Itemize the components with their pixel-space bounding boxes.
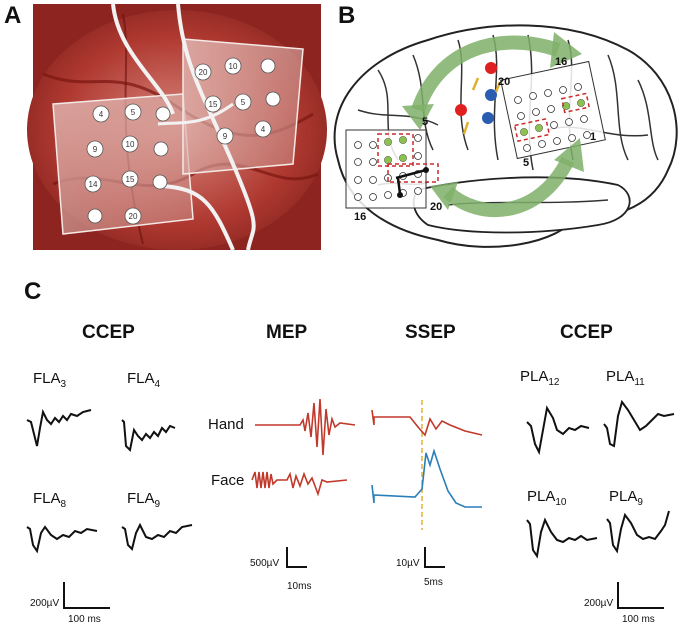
electrode-number: 15: [126, 175, 135, 184]
ccep-trace-pla11: [603, 399, 675, 448]
stim-blue-dot: [482, 112, 494, 124]
electrode-number: 15: [209, 100, 218, 109]
stim-red-dot: [485, 62, 497, 74]
ssep-face-trace: [371, 448, 482, 508]
electrode-number: 5: [241, 98, 246, 107]
ccep-label-pla10: PLA10: [527, 488, 567, 508]
ccep-label-pla12: PLA12: [520, 368, 560, 388]
mep-scale-amp: 500µV: [250, 558, 280, 569]
grid-number: 1: [590, 131, 596, 143]
ccep-trace-fla4: [121, 419, 176, 453]
electrode-number: 10: [126, 140, 135, 149]
left-grid-electrodes: 4 5 9 10 14 15 20: [84, 103, 171, 225]
ccep-left-scale-amp: 200µV: [30, 598, 60, 609]
ssep-traces: [371, 400, 483, 530]
ccep-left-scale-time: 100 ms: [68, 614, 101, 625]
ccep-label-pla11: PLA11: [606, 368, 645, 388]
ccep-label-fla3: FLA3: [33, 370, 67, 390]
electrode-number: 9: [223, 132, 228, 141]
mep-title: MEP: [266, 322, 308, 343]
mep-hand-trace: [255, 398, 356, 456]
electrode-grid-left: [52, 93, 194, 235]
grid-number: 20: [430, 201, 442, 213]
electrode-number: 10: [229, 62, 238, 71]
ccep-label-fla9: FLA9: [127, 490, 161, 510]
electrode-number: 20: [129, 212, 138, 221]
stim-blue-dot: [485, 89, 497, 101]
green-arrow-top: [411, 35, 561, 113]
electrode-number: 5: [131, 108, 136, 117]
ssep-scale-amp: 10µV: [396, 558, 420, 569]
cable: [162, 184, 235, 251]
cable: [176, 3, 256, 251]
ccep-trace-pla10: [526, 517, 598, 559]
electrode-number: 9: [93, 145, 98, 154]
ccep-trace-pla9: [606, 510, 670, 554]
ccep-left-title: CCEP: [82, 322, 135, 343]
ssep-scale-bar: [424, 547, 445, 568]
cable: [157, 102, 234, 126]
grid-number: 20: [498, 76, 510, 88]
panel-b-label: B: [338, 2, 356, 29]
ccep-left-scale-bar: [63, 582, 110, 609]
mep-face-label: Face: [211, 472, 245, 489]
electrode-number: 4: [261, 125, 266, 134]
surgical-photo: 4 5 9 10 14 15 20 20 10 15 5 9 4: [27, 3, 327, 251]
electrode-number: 20: [199, 68, 208, 77]
mep-scale-time: 10ms: [287, 581, 312, 592]
cable: [111, 3, 175, 115]
ccep-trace-pla12: [526, 405, 590, 456]
roi-frontal-lower: [387, 163, 439, 183]
grid-number: 5: [422, 116, 428, 128]
ccep-right-scale-amp: 200µV: [584, 598, 614, 609]
brain-schematic: 16 20 5 1 5 20 16: [333, 24, 678, 248]
ssep-title: SSEP: [405, 322, 456, 343]
green-arrow-bottom: [443, 156, 575, 218]
electrode-number: 4: [99, 110, 104, 119]
ccep-trace-fla9: [121, 522, 193, 551]
right-grid-electrodes: 20 10 15 5 9 4: [194, 57, 281, 145]
ccep-right-scale-bar: [617, 582, 664, 609]
ccep-right-scale-time: 100 ms: [622, 614, 655, 625]
mep-scale-bar: [286, 547, 307, 568]
mep-hand-label: Hand: [208, 416, 244, 433]
ssep-hand-trace: [371, 409, 483, 437]
mep-face-trace: [251, 471, 348, 497]
ccep-trace-fla3: [26, 408, 92, 447]
ccep-label-pla9: PLA9: [609, 488, 643, 508]
ccep-label-fla4: FLA4: [127, 370, 161, 390]
grid-number: 16: [354, 211, 366, 223]
panel-c-label: C: [24, 278, 42, 305]
ccep-trace-fla8: [26, 525, 98, 554]
grid-number: 16: [555, 56, 567, 68]
ssep-scale-time: 5ms: [424, 577, 443, 588]
roi-frontal: [377, 133, 414, 167]
panel-a-label: A: [4, 2, 22, 29]
grid-number: 5: [523, 157, 529, 169]
electrode-number: 14: [89, 180, 98, 189]
ccep-label-fla8: FLA8: [33, 490, 67, 510]
ccep-right-title: CCEP: [560, 322, 613, 343]
stim-red-dot: [455, 104, 467, 116]
